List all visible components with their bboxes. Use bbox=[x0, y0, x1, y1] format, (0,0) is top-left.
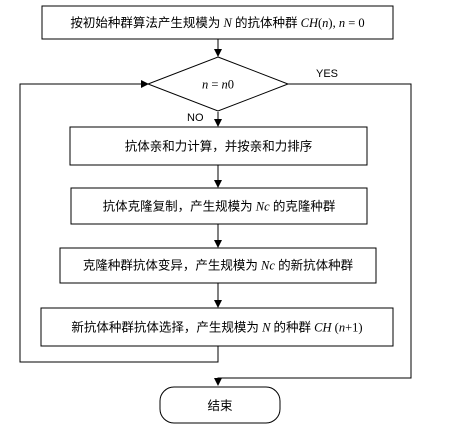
select-text-n: n bbox=[339, 321, 345, 335]
node-init-label: 按初始种群算法产生规模为 N 的抗体种群 CH(n), n = 0 bbox=[70, 15, 364, 30]
node-init-box bbox=[41, 5, 394, 40]
node-select-box bbox=[40, 307, 394, 347]
node-end-box bbox=[159, 386, 281, 424]
node-clone: 抗体克隆复制，产生规模为 Nc 的克隆种群 bbox=[70, 187, 368, 225]
node-clone-box bbox=[70, 187, 368, 225]
select-text-1: 新抗体种群抗体选择，产生规模为 bbox=[71, 320, 262, 335]
select-text-N: N bbox=[261, 321, 271, 335]
init-text-5: = 0 bbox=[345, 16, 365, 30]
decision-text-eq: = bbox=[208, 78, 221, 92]
init-text-1: 按初始种群算法产生规模为 bbox=[70, 15, 223, 30]
select-text-CH: CH bbox=[314, 321, 332, 335]
init-text-N: N bbox=[223, 16, 233, 30]
mutate-text-Nc: Nc bbox=[260, 259, 275, 273]
node-select: 新抗体种群抗体选择，产生规模为 N 的种群 CH (n+1) bbox=[40, 307, 394, 347]
node-mutate-label: 克隆种群抗体变异，产生规模为 Nc 的新抗体种群 bbox=[83, 258, 354, 273]
node-mutate: 克隆种群抗体变异，产生规模为 Nc 的新抗体种群 bbox=[59, 247, 377, 284]
decision-text-n2: n bbox=[222, 78, 228, 92]
decision-text-n: n bbox=[202, 78, 208, 92]
select-text-3: ( bbox=[332, 321, 339, 335]
arrow-yes-to-end bbox=[214, 83, 412, 386]
init-text-n: n bbox=[322, 16, 328, 30]
mutate-text-2: 的新抗体种群 bbox=[275, 258, 354, 273]
decision-text-0: 0 bbox=[228, 78, 234, 92]
node-clone-label: 抗体克隆复制，产生规模为 Nc 的克隆种群 bbox=[103, 199, 336, 214]
label-yes: YES bbox=[316, 68, 338, 80]
node-end-label: 结束 bbox=[207, 399, 233, 413]
init-text-2: 的抗体种群 bbox=[232, 15, 301, 30]
node-affinity-label: 抗体亲和力计算，并按亲和力排序 bbox=[125, 139, 313, 154]
connectors bbox=[19, 39, 412, 386]
node-mutate-box bbox=[59, 247, 377, 284]
arrow-loop-back bbox=[19, 80, 219, 363]
node-affinity-box bbox=[69, 126, 368, 166]
node-init: 按初始种群算法产生规模为 N 的抗体种群 CH(n), n = 0 bbox=[41, 5, 394, 40]
node-affinity: 抗体亲和力计算，并按亲和力排序 bbox=[69, 126, 368, 166]
clone-text-2: 的克隆种群 bbox=[270, 199, 336, 214]
clone-text-1: 抗体克隆复制，产生规模为 bbox=[103, 199, 256, 214]
node-decision-diamond bbox=[146, 56, 290, 112]
label-no: NO bbox=[187, 112, 204, 124]
node-decision: n = n0 bbox=[146, 56, 290, 112]
node-select-label: 新抗体种群抗体选择，产生规模为 N 的种群 CH (n+1) bbox=[71, 320, 362, 335]
clone-text-Nc: Nc bbox=[255, 200, 270, 214]
node-end: 结束 bbox=[159, 386, 281, 424]
init-text-CH: CH bbox=[301, 16, 319, 30]
select-text-4: +1) bbox=[345, 321, 362, 335]
mutate-text-1: 克隆种群抗体变异，产生规模为 bbox=[83, 258, 261, 273]
select-text-2: 的种群 bbox=[270, 320, 314, 335]
init-text-4: ), bbox=[328, 16, 338, 30]
init-text-n2: n bbox=[339, 16, 345, 30]
init-text-3: ( bbox=[318, 16, 322, 30]
node-decision-label: n = n0 bbox=[202, 78, 234, 92]
